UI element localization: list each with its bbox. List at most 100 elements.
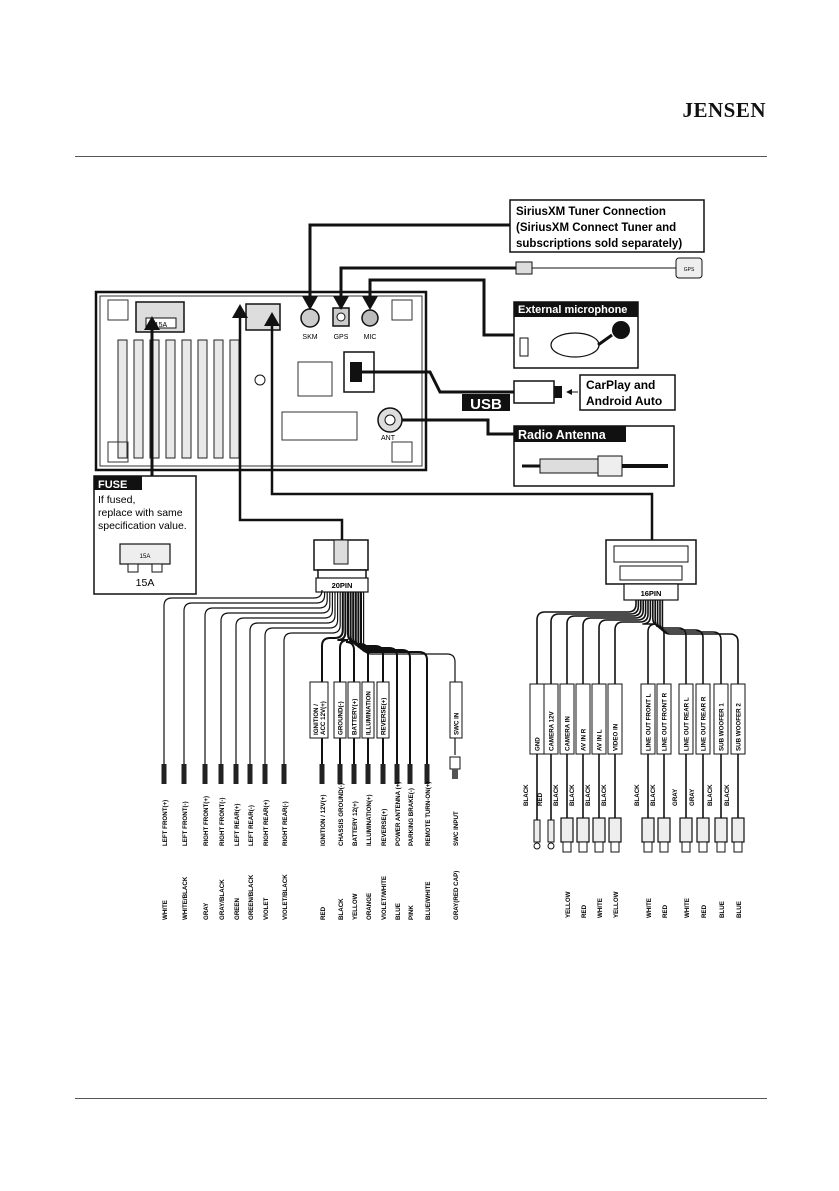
wire-tag-right-label: GND	[535, 737, 542, 751]
wire-color-label-right: BLACK	[650, 784, 657, 806]
wire-tag-right	[640, 683, 656, 755]
rca-plug	[592, 817, 606, 843]
skm-port-label: SKM	[302, 334, 317, 341]
rca-plug	[696, 817, 710, 843]
rca-plug-tip	[594, 841, 604, 853]
wire-end-left	[262, 764, 268, 784]
wire-end-left	[351, 764, 357, 784]
fuse-holder-label: 15A	[155, 322, 168, 329]
wire-function-label: BATTERY 12(+)	[352, 801, 359, 846]
wire-function-label: LEFT REAR(+)	[234, 804, 241, 846]
wire-tag-right-label: SUB WOOFER 1	[719, 703, 726, 751]
rca-plug-tip	[659, 841, 669, 853]
wire-tag-left-label: ILLUMINATION	[366, 691, 373, 735]
radio-antenna-label: Radio Antenna	[518, 428, 607, 442]
wire-tag-left-label: GROUND(-)	[338, 701, 345, 735]
wire-color-label: GREEN	[234, 897, 241, 920]
wire-end-left	[202, 764, 208, 784]
wire-function-label: RIGHT FRONT(+)	[203, 796, 210, 846]
wire-tag-right	[575, 683, 591, 755]
harness-wire-left	[321, 592, 344, 783]
wire-color-label-right: BLACK	[585, 784, 592, 806]
gps-antenna-icon	[675, 257, 703, 279]
wire-color-label-right: BLACK	[523, 784, 530, 806]
wire-color-label: YELLOW	[352, 893, 359, 920]
wire-tag-right	[713, 683, 729, 755]
siriusxm-line-1: SiriusXM Tuner Connection	[516, 206, 666, 218]
skm-port	[300, 308, 320, 328]
harness-wire-right	[642, 600, 657, 820]
bare-wire-tip	[533, 842, 541, 850]
wire-color-label: PINK	[408, 905, 415, 920]
harness-wire-left	[163, 589, 323, 783]
wire-color-label: BLUE	[395, 903, 402, 920]
wire-color-label-right: BLACK	[707, 784, 714, 806]
wire-end-left	[319, 764, 325, 784]
connector-20pin: 20PIN	[313, 539, 369, 593]
wire-tag-right-label: VIDEO IN	[613, 723, 620, 751]
wire-color-label: BLACK	[338, 898, 345, 920]
harness-wire-left	[283, 592, 341, 783]
bare-wire-end	[547, 819, 555, 843]
connector-16pin: 16PIN	[605, 539, 697, 601]
rca-color-label: WHITE	[684, 898, 691, 918]
wire-function-label: POWER ANTENNA (+)	[395, 782, 402, 846]
carplay-line-2: Android Auto	[586, 394, 662, 408]
rca-color-label: YELLOW	[613, 891, 620, 918]
wire-function-label: LEFT FRONT(+)	[162, 800, 169, 846]
wire-function-label: LEFT REAR(-)	[248, 805, 255, 846]
wire-end-left	[407, 764, 413, 784]
usb-plug-icon	[513, 380, 555, 404]
wire-tag-right-label: AV IN L	[597, 729, 604, 751]
rca-color-label: RED	[662, 904, 669, 918]
wire-function-label: LEFT FRONT(-)	[182, 801, 189, 846]
wire-tag-right	[695, 683, 711, 755]
brand-logo: JENSEN	[682, 98, 766, 122]
radio-antenna-callout: Radio Antenna	[402, 418, 675, 487]
fuse-line-1: If fused,	[98, 494, 135, 506]
wire-end-left	[181, 764, 187, 784]
harness-wire-right	[582, 600, 644, 820]
wire-end-left	[337, 764, 343, 784]
rca-plug-tip	[643, 841, 653, 853]
usb-tag: USB	[470, 396, 502, 413]
wire-tag-right-label: LINE OUT REAR L	[684, 697, 691, 751]
wire-end-left	[380, 764, 386, 784]
wire-tag-right	[730, 683, 746, 755]
wire-color-label: WHITE/BLACK	[182, 876, 189, 920]
harness-wire-right	[614, 600, 649, 820]
rca-plug-tip	[610, 841, 620, 853]
fuse-title: FUSE	[98, 479, 127, 491]
wire-color-label-right: BLACK	[553, 784, 560, 806]
siriusxm-line-3: subscriptions sold separately)	[516, 238, 682, 250]
wire-tag-left	[309, 681, 329, 739]
fuse-callout: FUSE If fused, replace with same specifi…	[93, 316, 197, 595]
wire-end-left	[424, 764, 430, 784]
swc-plug-cap	[452, 769, 458, 779]
rca-color-label: YELLOW	[565, 891, 572, 918]
wire-color-label: VIOLET/BLACK	[282, 874, 289, 920]
socket-20pin	[245, 303, 281, 331]
wire-tag-left-label: BATTERY(+)	[352, 699, 359, 735]
harness-wire-right	[659, 600, 722, 820]
harness-wire-left	[337, 592, 349, 783]
antenna-port-label: ANT	[381, 435, 396, 442]
harness-wire-left	[363, 592, 456, 755]
harness-wire-right	[661, 600, 739, 820]
wire-function-label: ILLUMINATION(+)	[366, 794, 373, 846]
rca-plug	[657, 817, 671, 843]
wire-function-label: CHASSIS GROUND(-)	[338, 783, 345, 846]
wire-function-label: REVERSE(+)	[381, 809, 388, 846]
bare-wire-tip	[547, 842, 555, 850]
wire-tag-right-label: CAMERA IN	[565, 716, 572, 751]
wire-color-label-right: BLACK	[601, 784, 608, 806]
wire-tag-left-label: IGNITION /	[313, 704, 320, 735]
wire-color-label: VIOLET	[263, 897, 270, 920]
wire-function-label: REMOTE TURN-ON(+)	[425, 782, 432, 846]
microphone-icon	[612, 321, 630, 339]
wire-tag-left	[361, 681, 375, 739]
fuse-icon-label: 15A	[140, 554, 151, 560]
rca-plug-tip	[578, 841, 588, 853]
wire-color-label-right: BLACK	[724, 784, 731, 806]
